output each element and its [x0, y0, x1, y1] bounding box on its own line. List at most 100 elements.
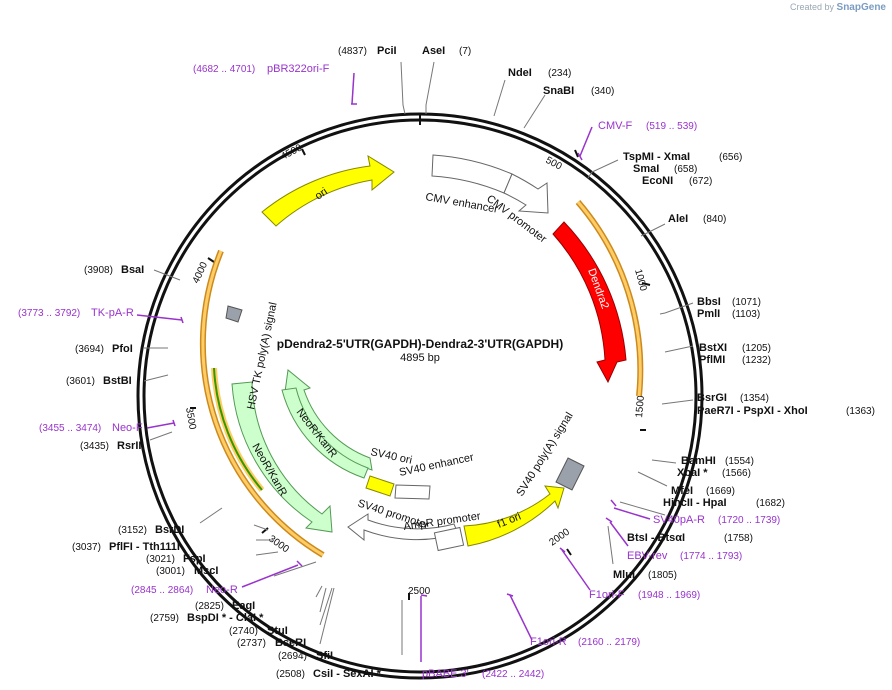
site-position: (658) [674, 164, 697, 175]
site-name: BamHI [681, 455, 716, 467]
tick-label: 3000 [266, 533, 291, 555]
site-name: FspI [183, 553, 206, 565]
feature-ori [261, 154, 395, 227]
site-position: (1354) [740, 393, 769, 404]
feature-ampr-promoter [347, 513, 459, 542]
plasmid-name: pDendra2-5'UTR(GAPDH)-Dendra2-3'UTR(GAPD… [277, 337, 563, 351]
feature-label: NeoR/KanR [249, 442, 289, 499]
feature-hsv-tk-polya [225, 305, 243, 323]
feature-label: HSV TK poly(A) signal [245, 301, 279, 410]
site-position: (656) [719, 152, 742, 163]
primer-name: TK-pA-R [91, 307, 134, 319]
feature-band [576, 201, 642, 397]
site-name: AseI [422, 45, 445, 57]
site-name: AleI [668, 213, 688, 225]
tick-label: 4000 [191, 260, 211, 285]
position-ticks: 500 1000 1500 2000 2500 3000 3500 4000 4… [183, 113, 651, 600]
feature-dendra2 [552, 221, 627, 384]
site-position: (2694) [278, 651, 307, 662]
feature-sv40-polya [555, 457, 585, 491]
feature-ampr-promoter-cap [433, 526, 465, 552]
site-position: (1758) [724, 533, 753, 544]
site-name: MfeI [671, 485, 693, 497]
feature-neor-outer [231, 381, 333, 533]
site-name: EcoNI [642, 175, 673, 187]
site-leaders [143, 61, 694, 655]
tick-label: 2500 [408, 586, 431, 597]
site-position: (3001) [156, 566, 185, 577]
site-name: PmlI [697, 308, 720, 320]
site-name: PflMI [699, 354, 725, 366]
site-position: (3694) [75, 344, 104, 355]
site-position: (3021) [146, 554, 175, 565]
site-name: SnaBI [543, 85, 574, 97]
snapgene-credit: Created by SnapGene [790, 2, 886, 13]
site-name: BbsI [697, 296, 721, 308]
plasmid-size: 4895 bp [400, 352, 440, 364]
site-position: (1103) [732, 309, 760, 320]
primer-name: pBABE 3' [422, 668, 469, 680]
site-position: (4837) [338, 46, 367, 57]
site-name: MscI [194, 565, 218, 577]
primer-range: (4682 .. 4701) [193, 64, 255, 75]
site-name: MluI [613, 569, 635, 581]
tick-label: 2000 [547, 526, 572, 548]
tick-label: 1500 [634, 395, 647, 419]
site-name: BsaI [121, 264, 144, 276]
site-position: (3908) [84, 265, 113, 276]
site-name: SfiI [316, 650, 333, 662]
site-name: BspDI * - ClaI * [187, 612, 264, 624]
site-name: BsrGI [697, 392, 727, 404]
sites-left: (2508) CsiI - SexAI * (2694) SfiI (2737)… [66, 264, 382, 680]
primer-labels: (4682 .. 4701) pBR322ori-F CMV-F (519 ..… [18, 63, 780, 680]
feature-label: SV40 ori [369, 446, 413, 467]
site-position: (1071) [732, 297, 761, 308]
primer-name: F1ori-F [589, 589, 625, 601]
site-name: BstBI [103, 375, 132, 387]
feature-cmv-enhancer [431, 154, 513, 194]
site-name: PaeR7I - PspXI - XhoI [697, 405, 808, 417]
site-name: HincII - HpaI [663, 497, 727, 509]
site-position: (1554) [725, 456, 754, 467]
tick-label: 4500 [279, 142, 304, 162]
site-position: (3435) [80, 441, 109, 452]
snapgene-logo: SnapGene [836, 2, 886, 13]
primer-range: (2422 .. 2442) [482, 669, 544, 680]
feature-f1-ori [463, 485, 565, 547]
tick-label: 1000 [632, 268, 648, 293]
site-position: (2737) [237, 638, 266, 649]
feature-sv40-ori [365, 475, 395, 497]
site-position: (1205) [742, 343, 771, 354]
site-name: TspMI - XmaI [623, 151, 690, 163]
primer-range: (1948 .. 1969) [638, 590, 700, 601]
primer-range: (2160 .. 2179) [578, 637, 640, 648]
primer-name: EBV-rev [627, 550, 668, 562]
primer-range: (519 .. 539) [646, 121, 697, 132]
site-position: (3152) [118, 525, 147, 536]
site-name: EagI [232, 600, 255, 612]
site-position: (2740) [229, 626, 258, 637]
primer-range: (2845 .. 2864) [131, 585, 193, 596]
site-position: (234) [548, 68, 571, 79]
site-name: PflFI - Tth111I [109, 541, 180, 553]
site-position: (1805) [648, 570, 677, 581]
credit-prefix: Created by [789, 2, 835, 12]
tick-label: 3500 [183, 407, 198, 431]
site-position: (1232) [742, 355, 771, 366]
feature-sv40-enhancer [394, 484, 431, 500]
feature-cmv-promoter [503, 173, 549, 214]
site-position: (3601) [66, 376, 95, 387]
site-name: BsrDI [155, 524, 184, 536]
site-name: BstXI [699, 342, 727, 354]
primer-name: Neo-R [206, 584, 238, 596]
primer-range: (3455 .. 3474) [39, 423, 101, 434]
site-position: (340) [591, 86, 614, 97]
site-position: (840) [703, 214, 726, 225]
feature-label: NeoR/KanR [294, 406, 340, 460]
primer-name: F1ori-R [530, 636, 567, 648]
site-name: XbaI * [677, 467, 708, 479]
site-name: BseRI [275, 637, 306, 649]
sites-right: (4837) PciI AseI (7) NdeI (234) SnaBI (3… [338, 45, 875, 581]
primer-name: Neo-F [112, 422, 143, 434]
